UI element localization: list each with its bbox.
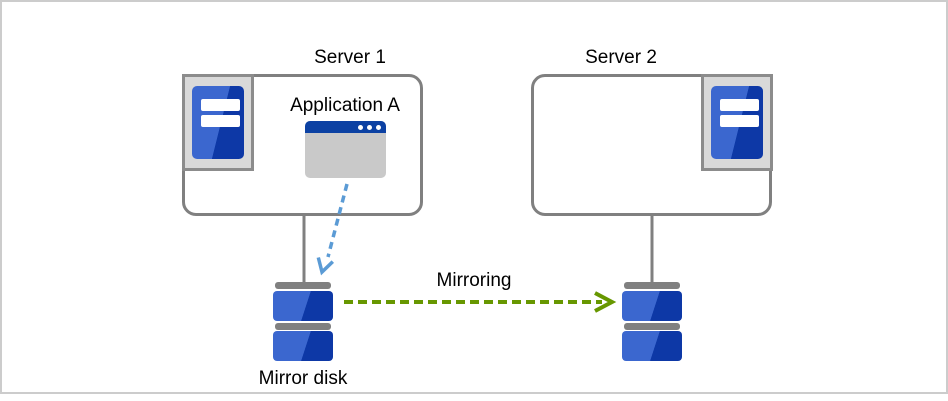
disk-platter bbox=[622, 291, 682, 321]
server-slot-bar bbox=[201, 99, 240, 111]
server2-label: Server 2 bbox=[585, 47, 657, 68]
server-tower-body bbox=[192, 86, 244, 159]
server-slot-bar bbox=[720, 99, 759, 111]
server-tower-body bbox=[711, 86, 763, 159]
disk-cap bbox=[275, 323, 331, 330]
server-slot-bar bbox=[201, 115, 240, 127]
disk-cap bbox=[275, 282, 331, 289]
disk-cap bbox=[624, 323, 680, 330]
server1-label: Server 1 bbox=[314, 47, 386, 68]
disk-platter bbox=[622, 331, 682, 361]
application-window-icon bbox=[305, 121, 386, 178]
disk-platter bbox=[273, 331, 333, 361]
server2-server-tower-icon bbox=[701, 74, 773, 171]
window-titlebar bbox=[305, 121, 386, 133]
disk-cap bbox=[624, 282, 680, 289]
mirroring-arrowhead-icon bbox=[594, 291, 617, 313]
server-slot-bar bbox=[720, 115, 759, 127]
mirroring-label: Mirroring bbox=[436, 270, 512, 291]
mirror-disk-label: Mirror disk bbox=[258, 368, 348, 389]
window-dot-icon bbox=[376, 124, 381, 130]
mirror-disk-right-icon bbox=[622, 282, 682, 361]
window-dot-icon bbox=[358, 124, 363, 130]
app-write-arrowhead-icon bbox=[316, 257, 335, 276]
disk-platter bbox=[273, 291, 333, 321]
server1-server-tower-icon bbox=[182, 74, 254, 171]
window-titlebar-dots bbox=[358, 124, 381, 130]
window-dot-icon bbox=[367, 124, 372, 130]
mirror-disk-left-icon bbox=[273, 282, 333, 361]
application-a-label: Application A bbox=[290, 95, 400, 116]
